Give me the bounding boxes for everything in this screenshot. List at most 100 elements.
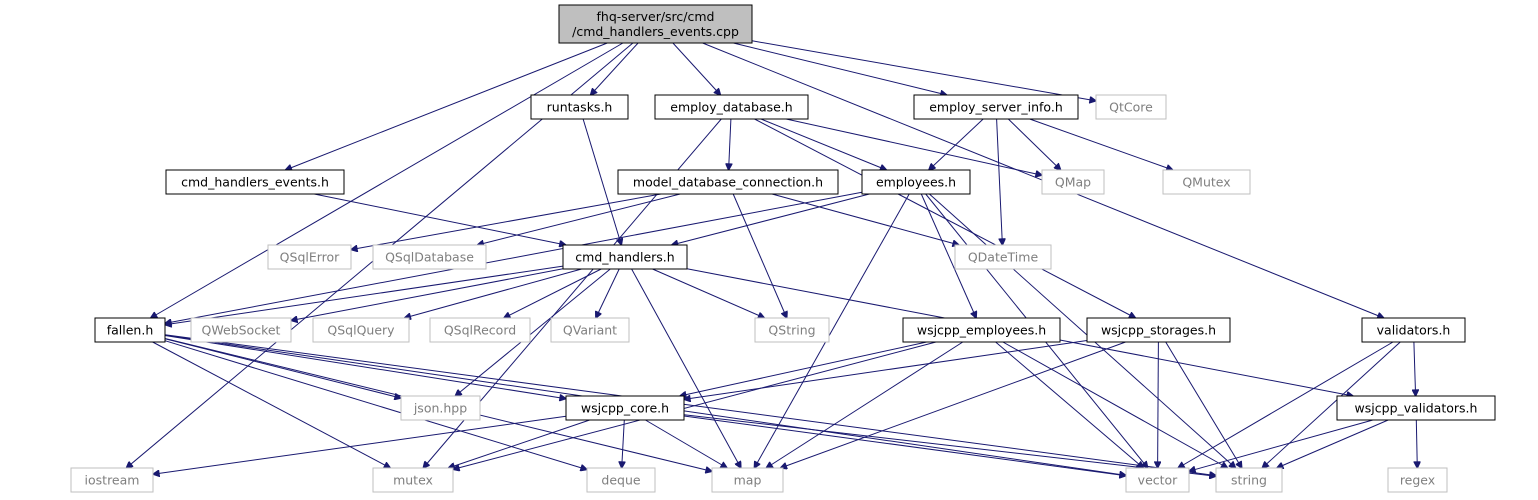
edge-wsjcpp_core-to-map (645, 419, 727, 468)
node-employ_server_info[interactable]: employ_server_info.h (913, 94, 1079, 120)
node-box-map (711, 467, 784, 493)
edge-employees-to-wsjcpp_employees (920, 193, 976, 318)
node-box-employ_server_info (913, 94, 1079, 120)
edge-employ_server_info-to-QMutex (1029, 118, 1173, 170)
node-label-QString: QString (768, 323, 815, 338)
edge-cmd_handlers-to-QString (652, 268, 765, 318)
node-label-validators: validators.h (1377, 323, 1451, 338)
node-QMap: QMap (1041, 169, 1105, 195)
edge-root-to-fallen (151, 42, 624, 318)
node-label-deque: deque (601, 473, 640, 488)
node-label-QWebSocket: QWebSocket (202, 323, 281, 338)
node-root[interactable]: fhq-server/src/cmd/cmd_handlers_events.c… (558, 4, 753, 44)
node-label-root: fhq-server/src/cmd (597, 9, 715, 24)
node-label-QDateTime: QDateTime (968, 250, 1039, 265)
node-wsjcpp_employees[interactable]: wsjcpp_employees.h (902, 317, 1061, 343)
node-QSqlQuery: QSqlQuery (312, 317, 410, 343)
node-box-QDateTime (954, 244, 1052, 270)
edge-wsjcpp_validators-to-vector (1189, 419, 1374, 471)
node-box-QVariant (550, 317, 630, 343)
edge-cmd_handlers-to-QVariant (596, 268, 620, 318)
edges-layer (126, 40, 1417, 476)
edge-wsjcpp_core-to-mutex (448, 419, 590, 468)
node-box-iostream (70, 467, 154, 493)
edge-wsjcpp_storages-to-string (1165, 341, 1242, 468)
node-label-employ_database: employ_database.h (670, 100, 792, 115)
node-box-fallen (94, 317, 166, 343)
node-label-employ_server_info: employ_server_info.h (929, 100, 1063, 115)
node-label-employees: employees.h (876, 175, 956, 190)
edge-cmd_handlers-to-fallen (165, 265, 564, 325)
node-label-wsjcpp_core: wsjcpp_core.h (581, 401, 669, 416)
node-box-wsjcpp_storages (1086, 317, 1231, 343)
edge-root-to-employ_database (672, 42, 721, 95)
node-label-QVariant: QVariant (563, 323, 617, 338)
edge-employees-to-string (929, 193, 1235, 468)
edge-cmd_handlers-to-QSqlQuery (404, 268, 582, 318)
node-label-map: map (734, 473, 762, 488)
node-fallen[interactable]: fallen.h (94, 317, 166, 343)
edge-employ_server_info-to-employees (929, 118, 984, 170)
nodes-layer: fhq-server/src/cmd/cmd_handlers_events.c… (70, 4, 1496, 493)
edge-wsjcpp_employees-to-wsjcpp_core (680, 341, 927, 396)
edge-wsjcpp_core-to-deque (622, 419, 625, 468)
edge-employ_server_info-to-QDateTime (996, 118, 1003, 245)
node-employ_database[interactable]: employ_database.h (654, 94, 809, 120)
node-box-cmd_handlers_events (165, 169, 345, 195)
edge-model_database_connection-to-QString (732, 193, 787, 318)
node-label-QSqlDatabase: QSqlDatabase (385, 250, 474, 265)
node-label-QMutex: QMutex (1182, 175, 1230, 190)
edge-cmd_handlers-to-QWebSocket (291, 268, 564, 321)
node-label-fallen: fallen.h (107, 323, 154, 338)
node-cmd_handlers_events[interactable]: cmd_handlers_events.h (165, 169, 345, 195)
edge-employees-to-cmd_handlers (672, 193, 870, 245)
edge-fallen-to-string (164, 334, 1216, 476)
node-model_database_connection[interactable]: model_database_connection.h (617, 169, 839, 195)
node-QString: QString (754, 317, 830, 343)
edge-wsjcpp_storages-to-map (780, 341, 1126, 468)
node-label-QMap: QMap (1055, 175, 1091, 190)
node-label-runtasks: runtasks.h (547, 100, 613, 115)
edge-runtasks-to-cmd_handlers (582, 118, 621, 245)
node-box-json (400, 395, 481, 421)
node-box-QSqlError (267, 244, 352, 270)
edge-wsjcpp_employees-to-string (1002, 341, 1228, 468)
node-cmd_handlers[interactable]: cmd_handlers.h (562, 244, 688, 270)
node-box-wsjcpp_validators (1336, 395, 1496, 421)
node-box-string (1215, 467, 1283, 493)
node-QSqlError: QSqlError (267, 244, 352, 270)
node-box-mutex (372, 467, 454, 493)
node-vector: vector (1125, 467, 1190, 493)
edge-model_database_connection-to-QDateTime (771, 193, 959, 245)
node-wsjcpp_validators[interactable]: wsjcpp_validators.h (1336, 395, 1496, 421)
node-box-vector (1125, 467, 1190, 493)
edge-employ_database-to-QMap (785, 118, 1042, 175)
edge-root-to-cmd_handlers_events (285, 42, 608, 170)
node-wsjcpp_storages[interactable]: wsjcpp_storages.h (1086, 317, 1231, 343)
edge-wsjcpp_core-to-string (683, 414, 1216, 476)
node-regex: regex (1387, 467, 1448, 493)
node-wsjcpp_core[interactable]: wsjcpp_core.h (565, 395, 685, 421)
node-label-regex: regex (1400, 473, 1435, 488)
node-QWebSocket: QWebSocket (190, 317, 292, 343)
node-runtasks[interactable]: runtasks.h (530, 94, 629, 120)
edge-wsjcpp_employees-to-mutex (453, 341, 937, 469)
node-box-QtCore (1095, 94, 1167, 120)
node-label-cmd_handlers_events: cmd_handlers_events.h (181, 175, 329, 190)
edge-wsjcpp_validators-to-regex (1416, 419, 1417, 468)
node-label-vector: vector (1138, 473, 1179, 488)
node-label-wsjcpp_storages: wsjcpp_storages.h (1101, 323, 1216, 338)
node-map: map (711, 467, 784, 493)
node-label-QSqlRecord: QSqlRecord (444, 323, 516, 338)
edge-validators-to-wsjcpp_validators (1414, 341, 1416, 396)
node-box-root (558, 4, 753, 44)
node-label-cmd_handlers: cmd_handlers.h (575, 250, 674, 265)
node-iostream: iostream (70, 467, 154, 493)
node-employees[interactable]: employees.h (861, 169, 971, 195)
node-validators[interactable]: validators.h (1361, 317, 1466, 343)
node-box-cmd_handlers (562, 244, 688, 270)
node-label-string: string (1231, 473, 1267, 488)
edge-wsjcpp_core-to-vector (683, 415, 1126, 476)
edge-root-to-runtasks (591, 42, 639, 95)
